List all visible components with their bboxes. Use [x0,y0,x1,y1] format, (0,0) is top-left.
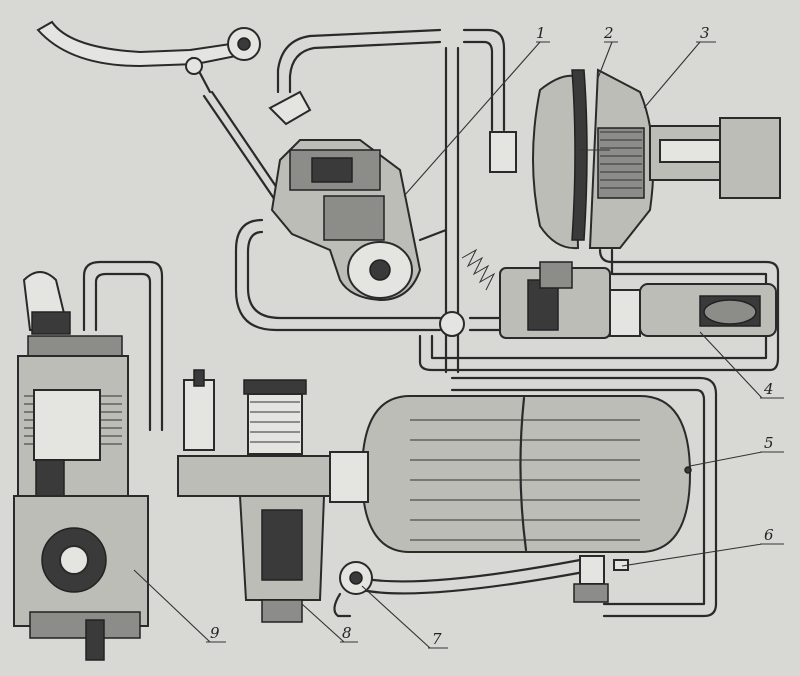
spring-element [461,248,496,291]
callout-8: 8 [342,624,352,642]
callout-5: 5 [764,434,774,452]
leader-lines [133,41,784,649]
return-spring [600,131,642,189]
callout-9: 9 [210,624,220,642]
pressure-regulator [177,369,369,623]
drain-cock [573,555,629,603]
callout-3: 3 [700,24,710,42]
pressure-gauge [333,561,373,618]
compressor [13,271,149,661]
relay-valve [439,261,777,339]
callout-1: 1 [536,24,546,42]
brake-chamber [489,68,781,250]
brake-valve [268,90,448,302]
air-receiver [360,395,692,553]
callout-6: 6 [764,526,774,544]
callout-7: 7 [432,630,442,648]
callout-2: 2 [603,24,614,42]
callout-4: 4 [763,380,774,398]
callout-labels: 1 2 3 4 5 6 7 8 9 [210,24,774,648]
brake-pedal [36,20,298,224]
